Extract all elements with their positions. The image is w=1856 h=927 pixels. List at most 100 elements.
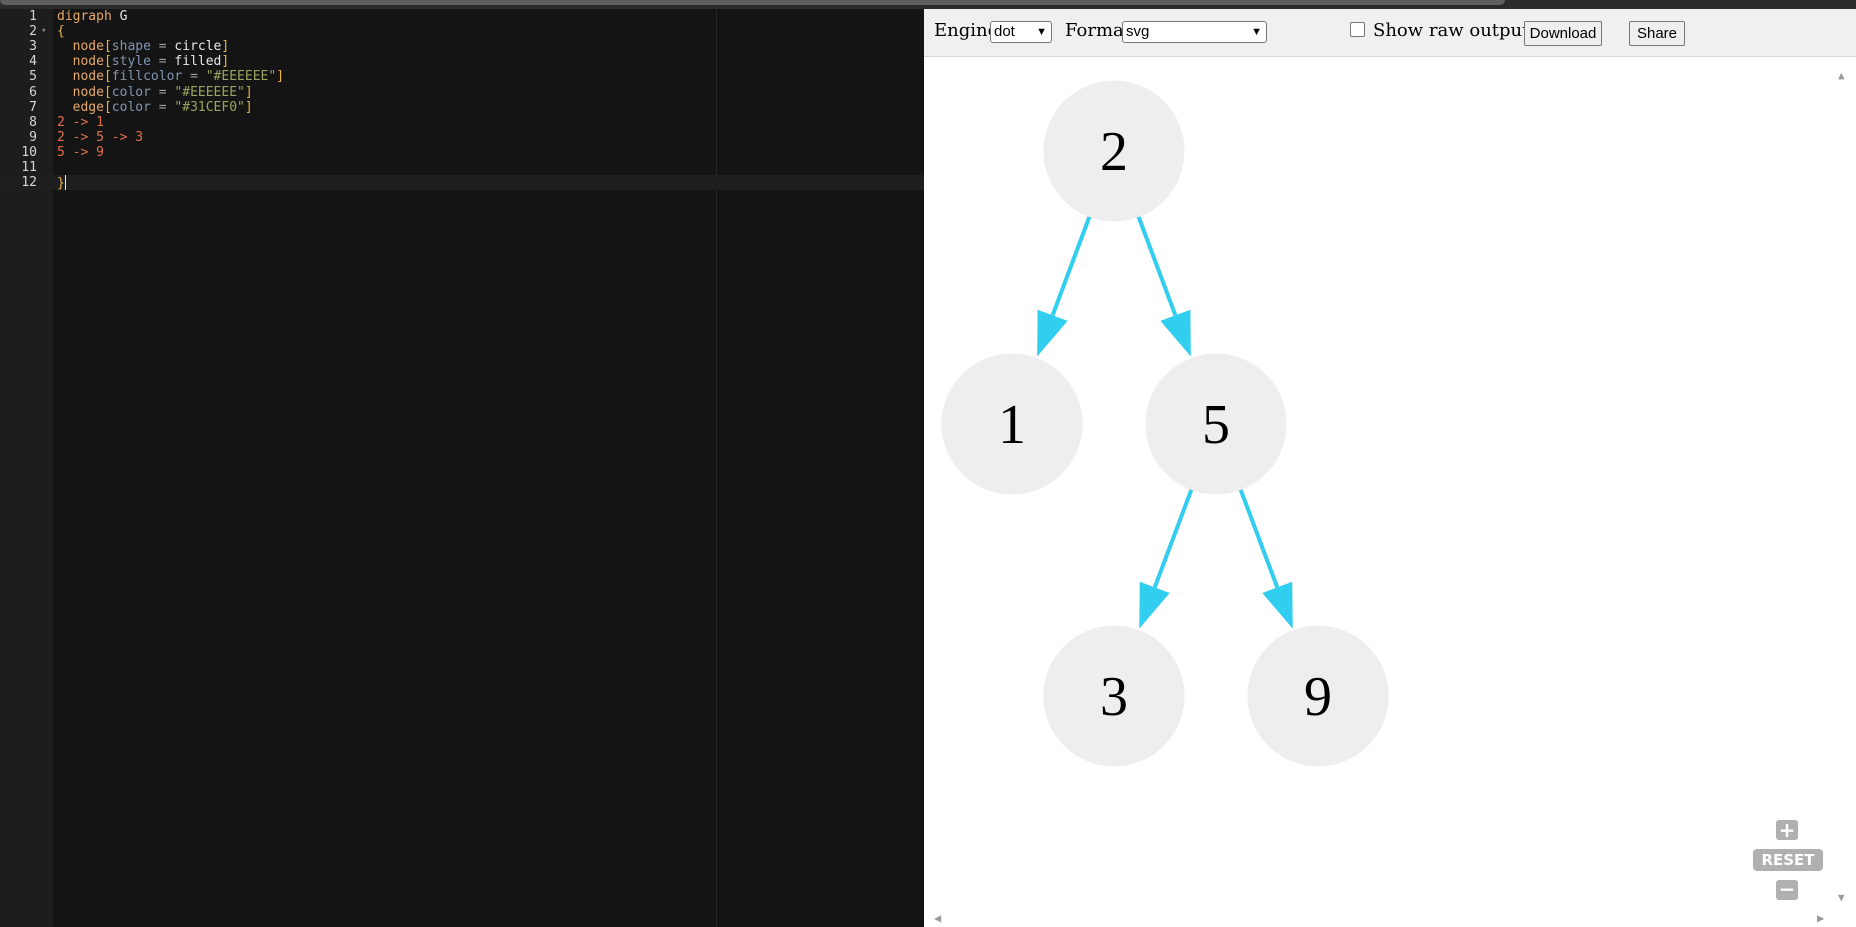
line-number: 7 — [29, 99, 37, 115]
code-token: G — [111, 9, 128, 24]
code-text: digraph G — [57, 9, 127, 24]
share-button[interactable]: Share — [1629, 21, 1685, 46]
code-token: edge — [72, 99, 104, 115]
code-token: style — [111, 54, 151, 70]
zoom-in-button[interactable]: + — [1776, 820, 1798, 840]
line-number: 5 — [29, 69, 37, 85]
edge-5-3 — [1139, 488, 1194, 629]
code-token: filled — [174, 54, 222, 70]
fold-toggle-icon[interactable]: ▾ — [41, 26, 47, 37]
scroll-left-arrow-icon[interactable]: ◀ — [934, 911, 942, 925]
code-token: digraph — [57, 9, 112, 24]
graph-node-9[interactable]: 9 — [1247, 625, 1389, 767]
format-select-value: svg — [1126, 23, 1150, 40]
line-number: 1 — [29, 9, 37, 24]
code-token: -> — [103, 129, 136, 145]
line-number: 9 — [29, 129, 37, 145]
edge-line — [1238, 488, 1280, 589]
text-cursor — [64, 175, 66, 191]
graph-node-2[interactable]: 2 — [1043, 80, 1185, 222]
code-text: 5 -> 9 — [57, 145, 104, 160]
code-text: edge[color = "#31CEF0"] — [57, 100, 253, 115]
engine-select-value: dot — [994, 23, 1015, 40]
download-button[interactable]: Download — [1524, 21, 1602, 46]
code-token: 2 — [57, 114, 65, 130]
code-line[interactable]: 2▾{ — [0, 24, 924, 39]
code-line[interactable]: 3 node[shape = circle] — [0, 39, 924, 54]
nodes-layer: 2 1 5 3 9 — [941, 80, 1389, 767]
code-token: ] — [221, 54, 230, 70]
scroll-down-arrow-icon[interactable]: ▼ — [1838, 891, 1845, 904]
code-token: node — [72, 69, 104, 85]
code-token — [57, 85, 73, 100]
edge-line — [1050, 215, 1092, 317]
code-token: 5 — [57, 144, 65, 160]
code-token: circle — [174, 39, 222, 55]
code-token: [ — [103, 54, 112, 70]
node-circle[interactable] — [1145, 353, 1287, 495]
arrowhead — [1139, 581, 1170, 629]
code-text: node[style = filled] — [57, 54, 230, 70]
code-token: = — [150, 84, 175, 100]
code-line[interactable]: 12} — [0, 175, 924, 191]
show-raw-output-checkbox[interactable] — [1350, 22, 1365, 37]
graph-node-1[interactable]: 1 — [941, 353, 1083, 495]
code-text: node[shape = circle] — [57, 39, 230, 55]
code-line[interactable]: 7 edge[color = "#31CEF0"] — [0, 100, 924, 115]
code-token: [ — [103, 69, 112, 85]
print-margin — [716, 9, 717, 927]
scroll-up-arrow-icon[interactable]: ▲ — [1838, 69, 1845, 82]
code-token: "#31CEF0" — [174, 99, 245, 115]
line-number: 6 — [29, 84, 37, 100]
code-line[interactable]: 4 node[style = filled] — [0, 54, 924, 69]
node-circle[interactable] — [1043, 625, 1185, 767]
code-token: = — [150, 39, 175, 55]
arrowhead — [1160, 309, 1191, 357]
arrowhead — [1037, 309, 1068, 357]
line-number: 11 — [21, 160, 37, 175]
graph-canvas[interactable]: 2 1 5 3 9 — [924, 57, 1856, 927]
code-line[interactable]: 5 node[fillcolor = "#EEEEEE"] — [0, 69, 924, 84]
code-text: { — [57, 24, 65, 39]
node-label: 1 — [998, 394, 1026, 456]
code-token: node — [72, 54, 104, 70]
line-number: 4 — [29, 54, 37, 70]
graph-node-3[interactable]: 3 — [1043, 625, 1185, 767]
code-token: -> — [64, 129, 97, 145]
edges-layer — [1037, 215, 1293, 629]
code-line[interactable]: 10 5 -> 9 — [0, 145, 924, 160]
node-circle[interactable] — [1043, 80, 1185, 222]
code-text: node[fillcolor = "#EEEEEE"] — [57, 69, 284, 84]
code-line[interactable]: 11 — [0, 160, 924, 175]
code-token: node — [72, 84, 104, 100]
edge-line — [1136, 215, 1178, 317]
code-token: -> — [64, 144, 97, 160]
top-scrollbar[interactable] — [0, 0, 1505, 5]
code-line[interactable]: 6 node[color = "#EEEEEE"] — [0, 85, 924, 100]
chevron-down-icon: ▼ — [1251, 26, 1262, 38]
node-label: 3 — [1100, 666, 1128, 728]
code-token: { — [57, 24, 65, 40]
format-select[interactable]: svg ▼ — [1122, 21, 1267, 43]
arrowhead — [1262, 581, 1293, 629]
code-token: = — [182, 69, 206, 85]
node-circle[interactable] — [941, 353, 1083, 495]
line-number: 10 — [21, 144, 37, 160]
code-token: [ — [103, 99, 112, 115]
scroll-right-arrow-icon[interactable]: ▶ — [1817, 911, 1825, 925]
preview-pane: Engine: dot ▼ Format: svg ▼ Show raw out… — [924, 9, 1856, 927]
show-raw-output-label[interactable]: Show raw output — [1373, 20, 1530, 41]
code-token: 2 — [57, 129, 65, 145]
code-token: 3 — [135, 129, 144, 145]
code-line[interactable]: 1 digraph G — [0, 9, 924, 24]
node-circle[interactable] — [1247, 625, 1389, 767]
code-token: = — [150, 99, 175, 115]
graph-node-5[interactable]: 5 — [1145, 353, 1287, 495]
format-label: Format: — [1065, 20, 1138, 41]
engine-select[interactable]: dot ▼ — [990, 21, 1052, 43]
zoom-reset-button[interactable]: RESET — [1753, 849, 1823, 871]
zoom-out-button[interactable]: − — [1776, 879, 1798, 900]
